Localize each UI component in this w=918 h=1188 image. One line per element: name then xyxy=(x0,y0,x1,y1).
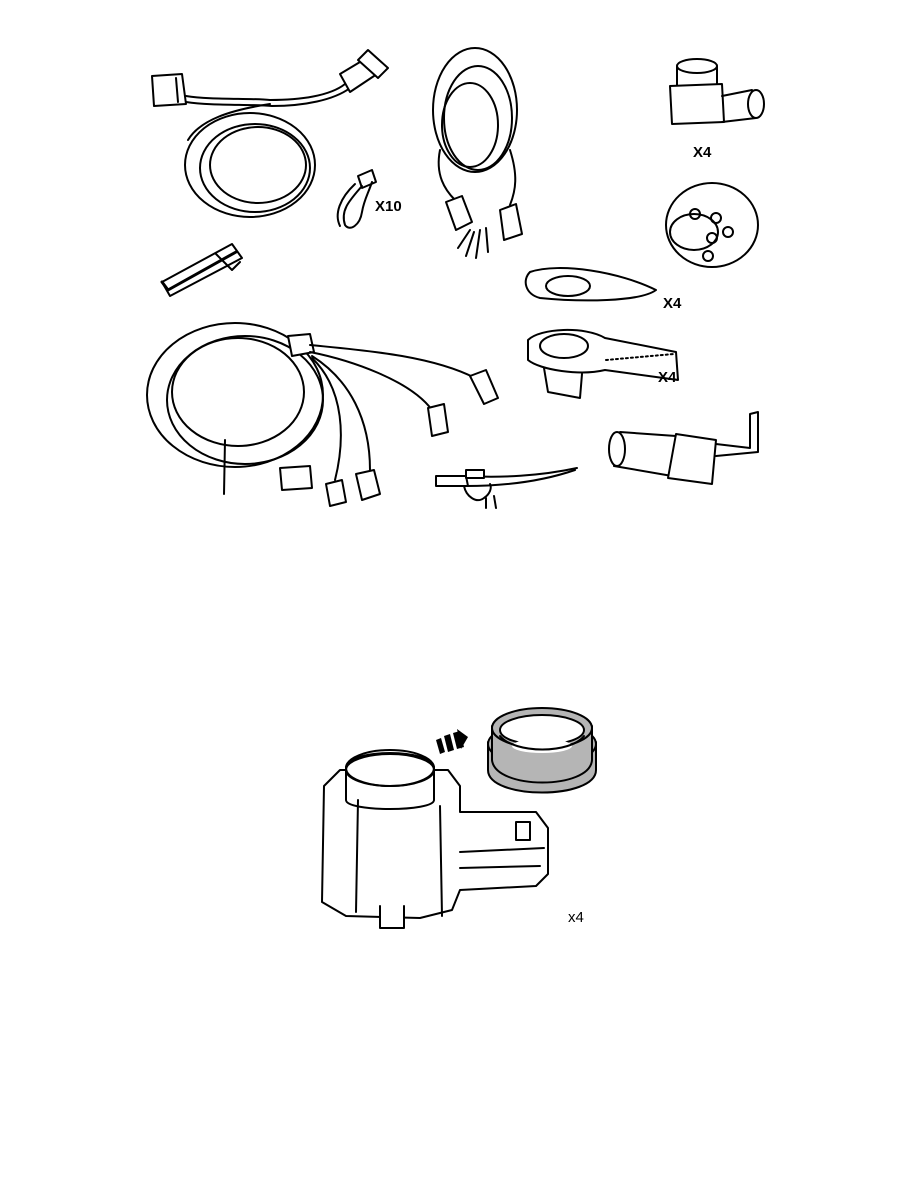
sensor-holder xyxy=(527,329,679,399)
cable-tie xyxy=(336,169,377,229)
wire-clip xyxy=(435,467,578,509)
cable-tie-qty-label: X10 xyxy=(375,198,402,215)
harness-cable-1 xyxy=(151,49,389,218)
arrow-icon xyxy=(436,729,468,754)
sensor-head-round xyxy=(665,182,759,268)
sensor-ring xyxy=(487,707,597,794)
sensor-ring-qty-label: x4 xyxy=(568,909,584,926)
socket-tool xyxy=(608,411,759,485)
parking-sensor-large xyxy=(321,749,549,929)
harness-cable-2 xyxy=(432,47,523,259)
adhesive-strip xyxy=(160,243,243,297)
harness-cable-main xyxy=(146,322,499,507)
gasket-qty-label: X4 xyxy=(663,295,682,312)
sensor-qty-label: X4 xyxy=(693,144,712,161)
parking-sensor-small xyxy=(669,58,765,125)
holder-qty-label: X4 xyxy=(658,369,677,386)
gasket xyxy=(524,267,657,302)
